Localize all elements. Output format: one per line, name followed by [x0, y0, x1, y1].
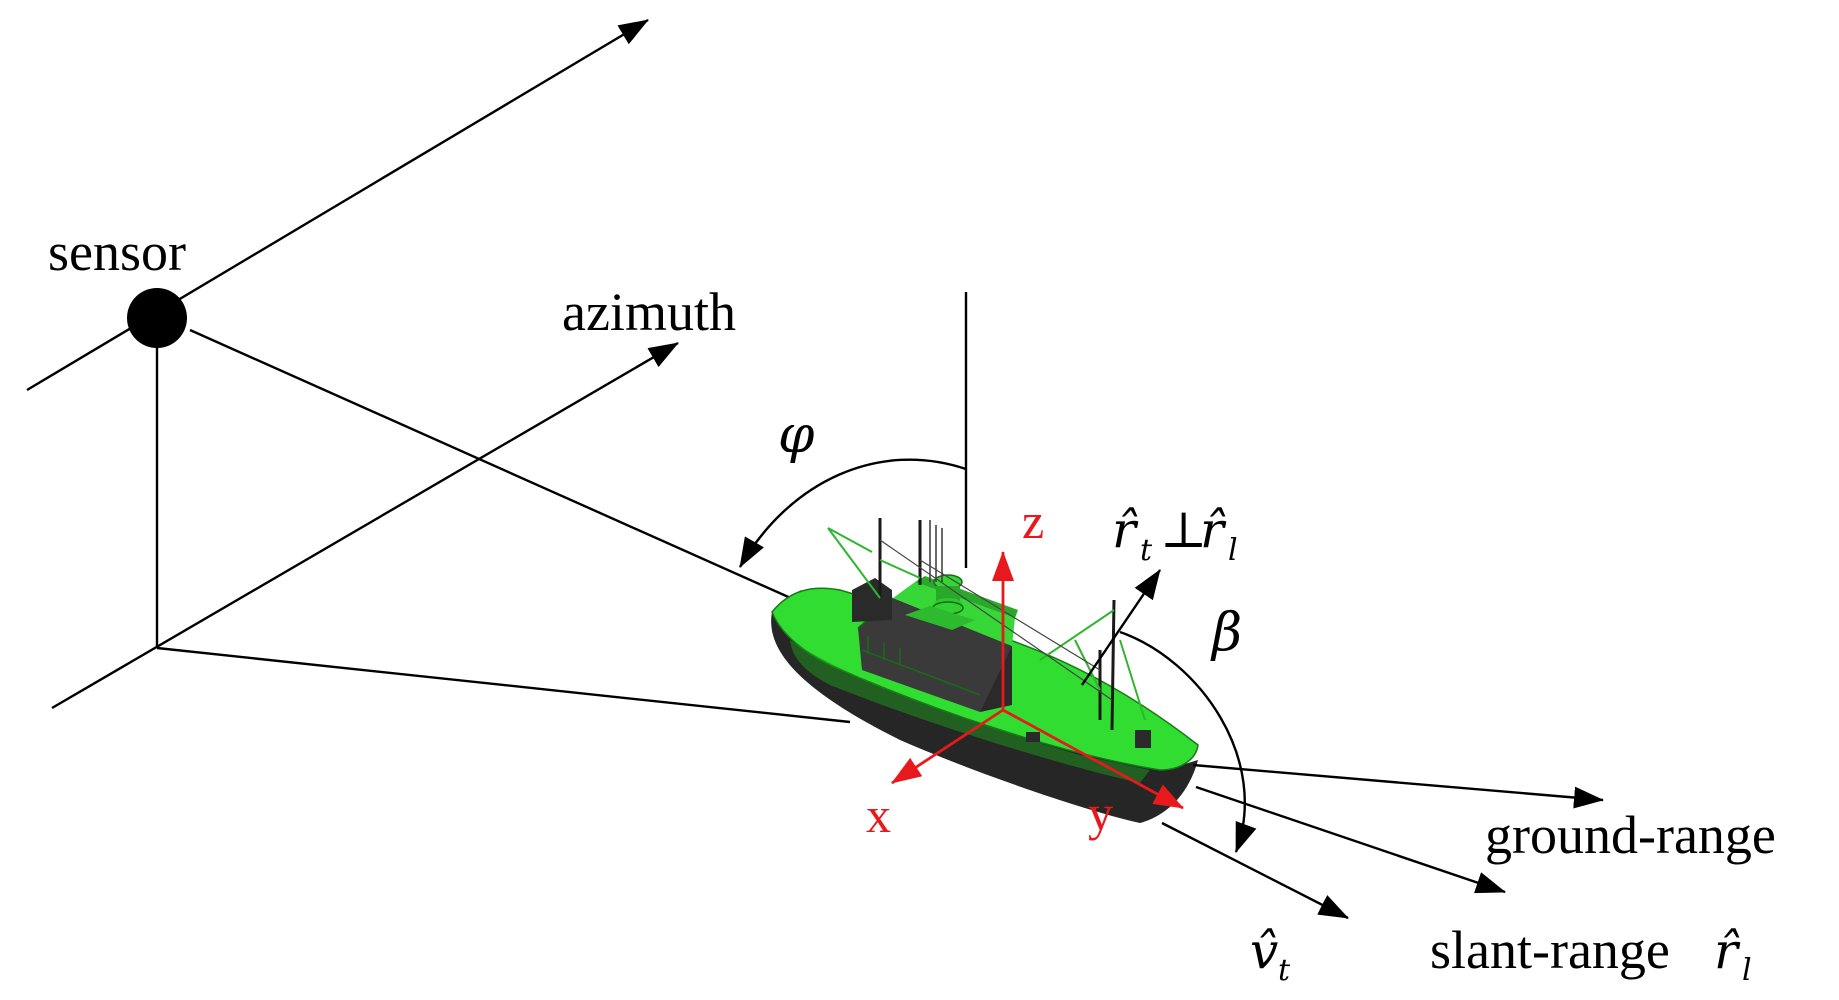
sensor-dot	[127, 288, 187, 348]
reference-lines	[26, 18, 968, 724]
beta-arc	[1119, 630, 1257, 853]
slant-range-text: slant-range	[1430, 920, 1670, 980]
z-axis-label: z	[1022, 493, 1044, 549]
perp-symbol: ⊥	[1160, 502, 1207, 558]
slant-range-sub-l: l	[1742, 953, 1752, 988]
perpendicular-label: r̂ t ⊥ r̂ l	[1112, 501, 1238, 568]
slant-range-label: slant-range r̂ l	[1430, 920, 1752, 988]
y-axis-arrow	[1002, 708, 1184, 810]
ground-range-label: ground-range	[1485, 805, 1776, 865]
v-t-arrow	[1161, 821, 1349, 920]
phi-label: φ	[778, 405, 815, 465]
beta-label: β	[1210, 603, 1242, 663]
y-axis-label: y	[1088, 785, 1113, 841]
phi-arc	[738, 458, 967, 568]
ground-line	[156, 646, 851, 724]
ground-range-arrow	[1192, 763, 1604, 809]
line-of-sight-arrow	[189, 328, 823, 614]
r-t-sub: t	[1140, 533, 1153, 568]
r-t-hat: r̂	[1112, 501, 1139, 559]
x-axis-label: x	[866, 787, 891, 843]
r-l-sub: l	[1228, 533, 1238, 568]
angle-arcs	[738, 458, 1257, 853]
ship-model	[771, 518, 1199, 823]
sensor-label: sensor	[48, 222, 186, 282]
v-t-label: v̂ t	[1250, 922, 1291, 988]
x-axis-arrow	[891, 708, 1004, 785]
v-t-hat: v̂	[1250, 922, 1278, 980]
v-t-sub: t	[1278, 953, 1291, 988]
azimuth-label: azimuth	[562, 282, 736, 342]
slant-range-r-hat: r̂	[1714, 922, 1741, 980]
ship-vectors	[1081, 569, 1604, 920]
r-l-hat: r̂	[1200, 501, 1227, 559]
slant-range-arrow	[1195, 785, 1506, 894]
azimuth-axis-arrow	[51, 341, 679, 710]
body-axes	[891, 551, 1184, 810]
r-t-arrow	[1081, 569, 1161, 686]
flight-track-arrow	[26, 18, 649, 392]
